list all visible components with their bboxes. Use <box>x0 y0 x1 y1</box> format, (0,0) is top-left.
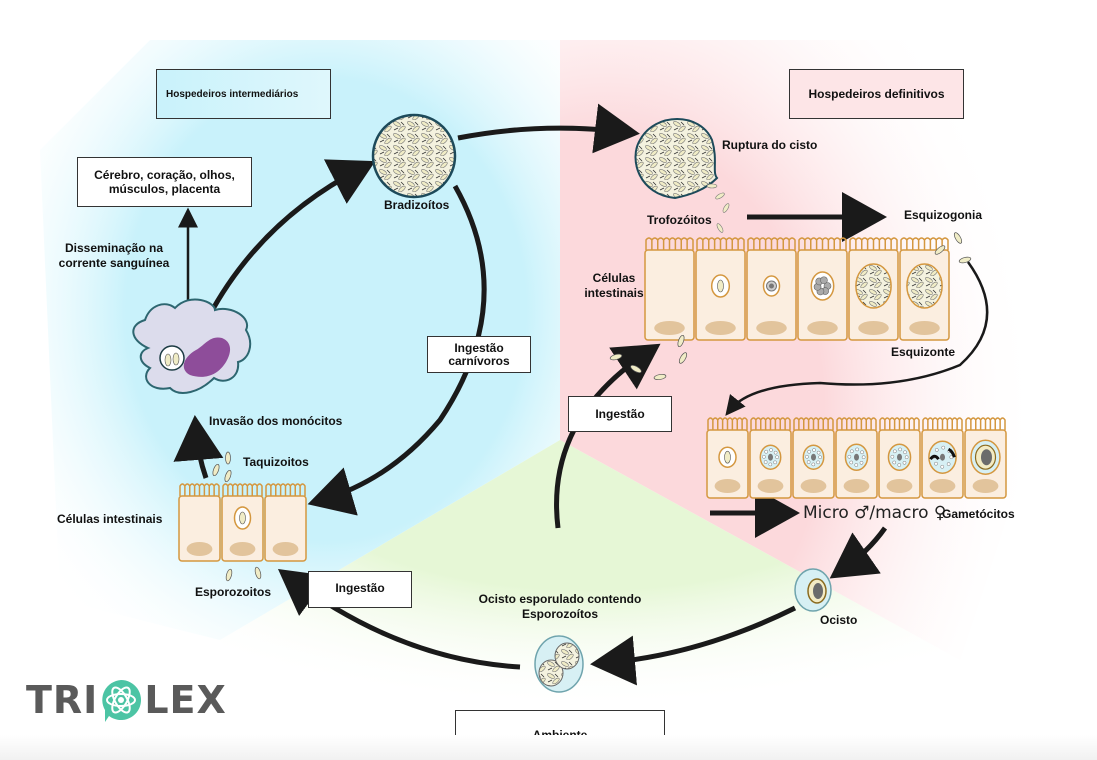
sporulated-oocyst-line-1: Ocisto esporulado contendo <box>478 592 642 606</box>
bottom-strip <box>0 735 1097 760</box>
sporulated-oocyst-line-2: Esporozoítos <box>521 607 598 621</box>
arrow-bradyzoites-to-cyst-rupture <box>457 103 640 154</box>
organs-line-1: Cérebro, coração, olhos, <box>94 168 235 182</box>
dissemination-line-2: corrente sanguínea <box>58 256 170 270</box>
intestinal-cell <box>644 237 695 341</box>
ingestion-definitive-box: Ingestão <box>568 396 672 432</box>
intestinal-cell <box>797 237 848 341</box>
ruptured-cyst <box>634 118 730 233</box>
arrow-cells-to-monocyte <box>173 415 224 479</box>
trophozoites-label: Trofozóitos <box>647 213 712 227</box>
arrow-gametocytes-to-oocyst <box>829 526 888 579</box>
sporozoites-label: Esporozoitos <box>195 585 272 599</box>
intestinal-cells-definitive-label: Células intestinais <box>584 271 644 301</box>
organs-line-2: músculos, placenta <box>108 182 221 196</box>
arrow-monocyte-to-bradyzoites <box>205 159 376 320</box>
schizont-label: Esquizonte <box>891 345 956 359</box>
atom-icon <box>102 680 142 722</box>
intestinal-cells-definitive-line-2: intestinais <box>584 286 644 300</box>
environment-region <box>220 440 960 740</box>
monocyte <box>132 298 252 394</box>
sporulated-oocyst-label: Ocisto esporulado contendo Esporozoítos <box>470 592 650 622</box>
definitive-hosts-title: Hospedeiros definitivos <box>808 87 945 101</box>
organs-box: Cérebro, coração, olhos, músculos, place… <box>77 157 252 207</box>
definitive-intestinal-cells-gametogony <box>706 417 1007 499</box>
oocyst <box>794 568 832 612</box>
ingestion-intermediate-label: Ingestão <box>335 581 385 595</box>
intestinal-cell <box>878 417 921 499</box>
oocyst-label: Ocisto <box>820 613 858 627</box>
free-zoites <box>212 232 972 582</box>
logo-text-right: LEX <box>144 678 227 722</box>
intestinal-cell <box>792 417 835 499</box>
arrow-schizont-to-gametocyte-cells <box>725 261 989 416</box>
triolex-logo: TRI LEX <box>26 678 227 722</box>
tachyzoites-label: Taquizoitos <box>243 455 309 469</box>
intermediate-intestinal-cells <box>178 483 307 562</box>
schizogony-label: Esquizogonia <box>904 208 982 222</box>
bradyzoites-label: Bradizoítos <box>384 198 450 212</box>
arrow-bradyzoites-to-intestinal-cells <box>307 184 487 516</box>
intermediate-hosts-box: Hospedeiros intermediários <box>156 69 331 119</box>
dissemination-line-1: Disseminação na <box>64 241 164 255</box>
ingestion-definitive-label: Ingestão <box>595 407 645 421</box>
intestinal-cell <box>695 237 746 341</box>
definitive-hosts-box: Hospedeiros definitivos <box>789 69 964 119</box>
intestinal-cell <box>221 483 264 562</box>
intestinal-cells-definitive-line-1: Células <box>592 271 636 285</box>
arrow-oocyst-to-sporulated <box>590 605 797 686</box>
bradyzoite-cyst <box>371 113 457 199</box>
intestinal-cell <box>848 237 899 341</box>
intestinal-cells-intermediate-label: Células intestinais <box>57 512 163 526</box>
intestinal-cell <box>178 483 221 562</box>
cyst-rupture-label: Ruptura do cisto <box>722 138 818 152</box>
intestinal-cell <box>749 417 792 499</box>
logo-text-left: TRI <box>26 678 99 722</box>
dissemination-label: Disseminação na corrente sanguínea <box>56 241 172 271</box>
ingestion-carnivores-box: Ingestão carnívoros <box>427 336 531 373</box>
intestinal-cell <box>921 417 964 499</box>
definitive-intestinal-cells-schizogony <box>644 237 950 341</box>
monocyte-invasion-label: Invasão dos monócitos <box>209 414 343 428</box>
micro-macro-gametocytes-label: Micro ♂/macro ♀ <box>803 503 947 523</box>
ingestion-carnivores-line-1: Ingestão <box>454 340 504 355</box>
arrow-sporulated-to-definitive-ingestion <box>554 343 661 529</box>
intestinal-cell <box>264 483 307 562</box>
intestinal-cell <box>964 417 1007 499</box>
intermediate-hosts-title: Hospedeiros intermediários <box>166 88 299 100</box>
sporulated-oocyst <box>534 635 584 693</box>
intestinal-cell <box>899 237 950 341</box>
intestinal-cell <box>706 417 749 499</box>
ingestion-carnivores-line-2: carnívoros <box>448 353 510 368</box>
intestinal-cell <box>746 237 797 341</box>
ingestion-intermediate-box: Ingestão <box>308 571 412 608</box>
intestinal-cell <box>835 417 878 499</box>
gametocytes-label: Gametócitos <box>942 507 1015 521</box>
